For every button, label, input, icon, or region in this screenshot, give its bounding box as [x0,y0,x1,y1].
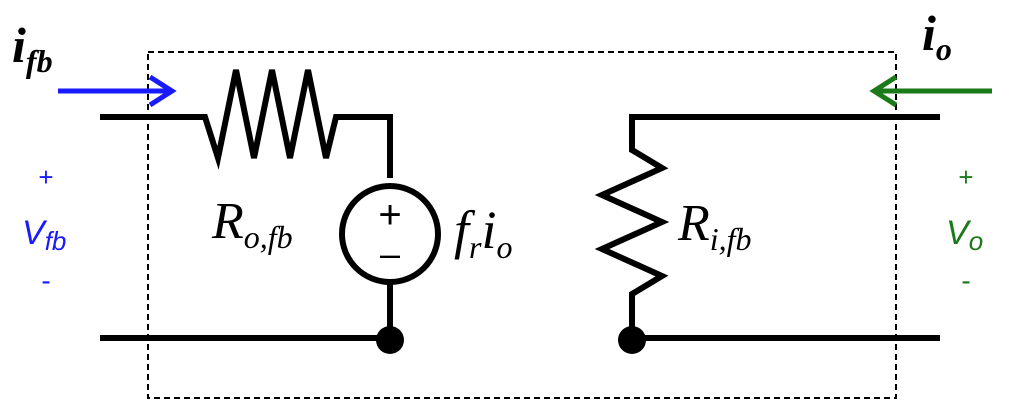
gain-sub-o: o [496,229,512,265]
resistor-input-label: Ri,fb [677,195,752,257]
resistor-output-symbol [100,69,393,178]
output-current-sub: o [936,31,952,67]
output-voltage-sub: o [969,226,983,256]
feedback-voltage-label: Vfb [22,214,66,256]
output-voltage-label: Vo [946,214,983,256]
resistor-output-label: Ro,fb [211,193,293,255]
resistor-output-main: R [211,193,244,250]
output-current-arrowhead [869,74,898,108]
feedback-current-arrowhead [148,74,177,108]
right-bottom-node [618,326,646,354]
gain-sub-r: r [469,229,482,265]
feedback-voltage-main: V [22,214,48,252]
gain-i: i [481,200,496,260]
resistor-output-sub: o,fb [244,219,293,255]
left-bottom-node [376,326,404,354]
output-voltage-plus: + [958,162,973,192]
feedback-voltage-sub: fb [45,226,67,256]
output-current-label: io [922,5,952,67]
source-minus-sign: – [380,233,400,274]
feedback-current-label: ifb [12,17,53,79]
resistor-input-main: R [677,195,710,252]
feedback-current-sub: fb [26,43,53,79]
feedback-voltage-minus: - [41,265,50,296]
feedback-current-main: i [12,17,26,73]
source-plus-sign: + [378,193,401,237]
output-current-main: i [922,5,936,61]
resistor-input-symbol [594,114,940,338]
resistor-input-sub: i,fb [710,221,752,257]
output-voltage-minus: - [961,265,970,296]
dependent-source-label: frio [454,200,512,265]
output-voltage-main: V [946,214,972,252]
two-port-boundary [147,51,897,399]
feedback-voltage-plus: + [38,162,53,192]
